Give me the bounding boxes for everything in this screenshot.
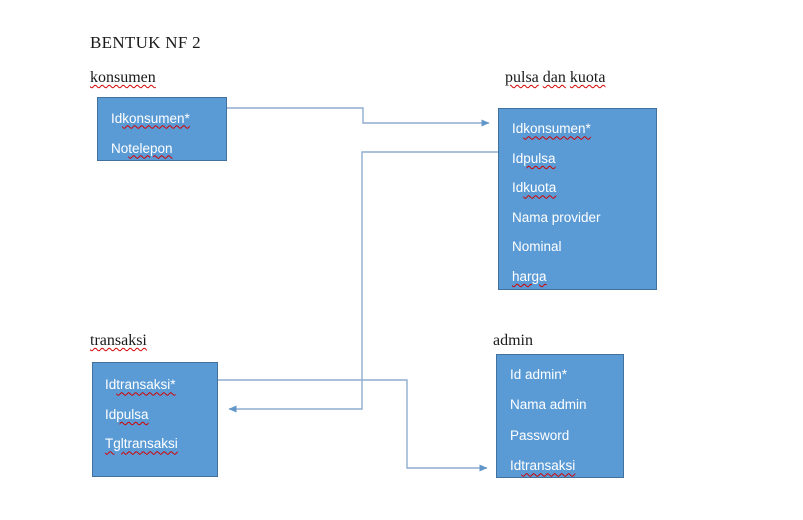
entity-label-pulsa-dan-kuota: pulsa dan kuota [505,69,605,87]
text-segment: Nama admin [510,397,587,413]
entity-label-konsumen: konsumen [90,69,156,87]
text-segment: Id [512,180,524,196]
text-segment: admin [493,332,533,349]
misspelled-text: transaksi [90,332,147,349]
field-row: Id pulsa [512,144,656,174]
text-segment: Id [105,406,117,422]
misspelled-text: kuota [523,180,557,196]
field-row: Id transaksi [510,451,623,482]
field-row: Id transaksi* [105,370,217,400]
misspelled-text: dan [542,69,566,86]
text-segment: Id [512,150,524,166]
text-segment: No [111,140,129,156]
connector-pulsa-dan-kuota-to-transaksi[interactable] [228,151,498,413]
misspelled-text: pulsa [523,150,556,166]
field-row: Id konsumen* [111,103,226,133]
misspelled-text: harga [512,268,547,284]
text-segment: Id [510,458,522,474]
text-segment: Nama provider [512,209,601,225]
text-segment: Id admin* [510,366,568,382]
field-row: Nama admin [510,390,623,421]
diagram-title: BENTUK NF 2 [90,33,201,52]
field-row: Password [510,420,623,451]
field-row: Nama provider [512,203,656,233]
field-row: Id kuota [512,173,656,203]
field-row: No telepon [111,133,226,163]
text-segment: Nominal [512,239,562,255]
misspelled-text: konsumen [90,69,156,86]
connector-konsumen-to-pulsa-dan-kuota[interactable] [227,107,490,127]
text-segment: Id [105,377,117,393]
misspelled-text: transaksi [521,458,576,474]
field-row: harga [512,262,656,292]
misspelled-text: konsumen* [122,110,190,126]
misspelled-text: transaksi [123,436,178,452]
field-row: Nominal [512,232,656,262]
text-segment: Id [512,121,524,137]
entity-box-konsumen[interactable]: Id konsumen*No telepon [97,97,227,161]
field-row: Id pulsa [105,400,217,430]
entity-label-admin: admin [493,332,533,350]
misspelled-text: kuota [569,69,606,86]
text-segment: Password [510,427,570,443]
field-row: Id konsumen* [512,114,656,144]
misspelled-text: Tgl [105,436,124,452]
field-row: Tgl transaksi [105,429,217,459]
connector-transaksi-to-admin[interactable] [218,379,488,472]
text-segment: Id [111,110,123,126]
misspelled-text: transaksi* [116,377,176,393]
misspelled-text: pulsa [505,69,539,86]
entity-label-transaksi: transaksi [90,332,147,350]
field-row: Id admin* [510,359,623,390]
misspelled-text: telepon [128,140,173,156]
misspelled-text: pulsa [116,406,149,422]
misspelled-text: konsumen* [523,121,591,137]
